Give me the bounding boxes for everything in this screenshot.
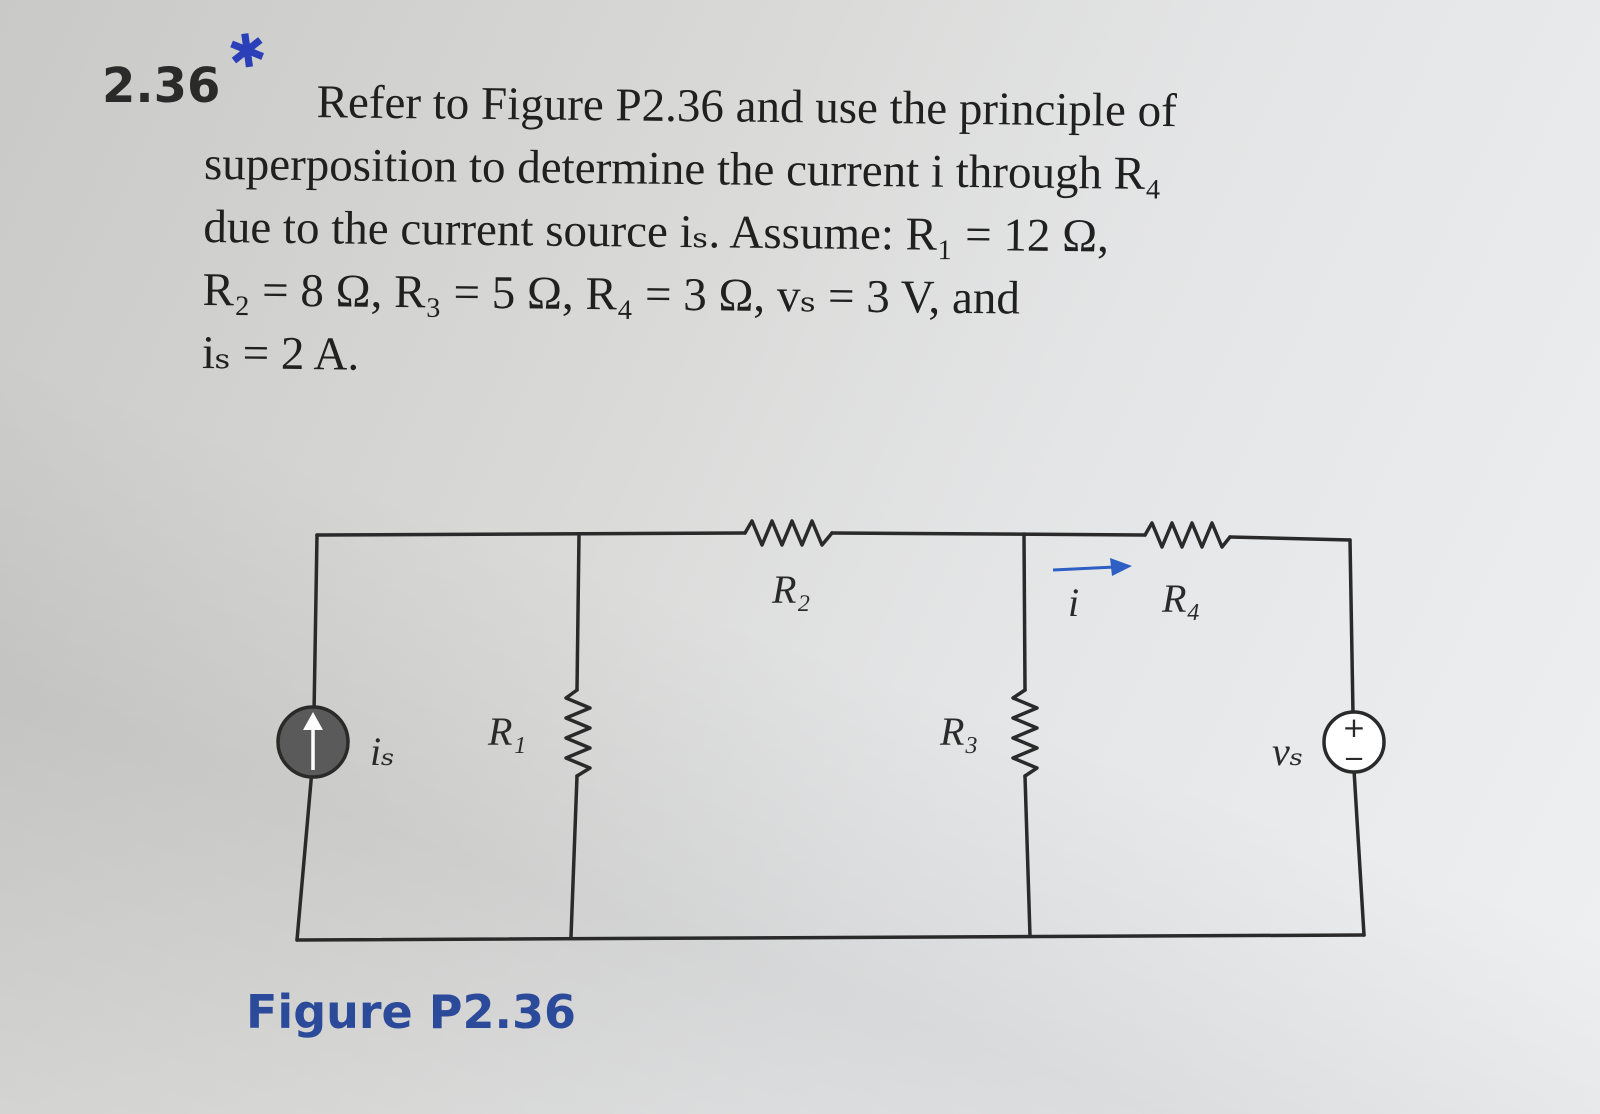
current-source-icon bbox=[276, 705, 350, 779]
r2-label: R₂ bbox=[771, 567, 810, 612]
r4-resistor bbox=[1143, 521, 1232, 549]
r3-label: R₃ bbox=[939, 709, 978, 754]
r2-resistor bbox=[743, 519, 834, 547]
r4-label: R₄ bbox=[1161, 576, 1200, 621]
wire-r3-lower bbox=[1023, 774, 1032, 938]
r1-resistor bbox=[564, 688, 592, 778]
vs-label: vₛ bbox=[1272, 729, 1303, 774]
is-label: iₛ bbox=[370, 729, 395, 774]
problem-number: 2.36 bbox=[102, 58, 221, 114]
vs-minus-label: − bbox=[1343, 744, 1365, 774]
figure-caption: Figure P2.36 bbox=[246, 985, 576, 1039]
r3-resistor bbox=[1011, 688, 1039, 778]
wire-top-left bbox=[315, 531, 747, 537]
wire-top-right bbox=[1228, 535, 1352, 542]
r1-label: R₁ bbox=[487, 709, 526, 754]
wire-r1-lower bbox=[569, 774, 579, 939]
wire-right-upper bbox=[1348, 538, 1355, 716]
wire-left-lower bbox=[295, 768, 314, 942]
wire-r1-upper bbox=[575, 533, 581, 692]
current-i-label: i bbox=[1068, 580, 1079, 625]
vs-plus-label: + bbox=[1342, 711, 1365, 744]
current-arrow-icon bbox=[1052, 558, 1132, 576]
wire-right-lower bbox=[1352, 768, 1366, 937]
wire-top-middle bbox=[830, 531, 1147, 537]
wire-bottom bbox=[295, 933, 1366, 942]
voltage-source-icon: + − bbox=[1322, 710, 1386, 774]
wire-r3-upper bbox=[1022, 532, 1027, 692]
wire-left-upper bbox=[312, 533, 319, 716]
